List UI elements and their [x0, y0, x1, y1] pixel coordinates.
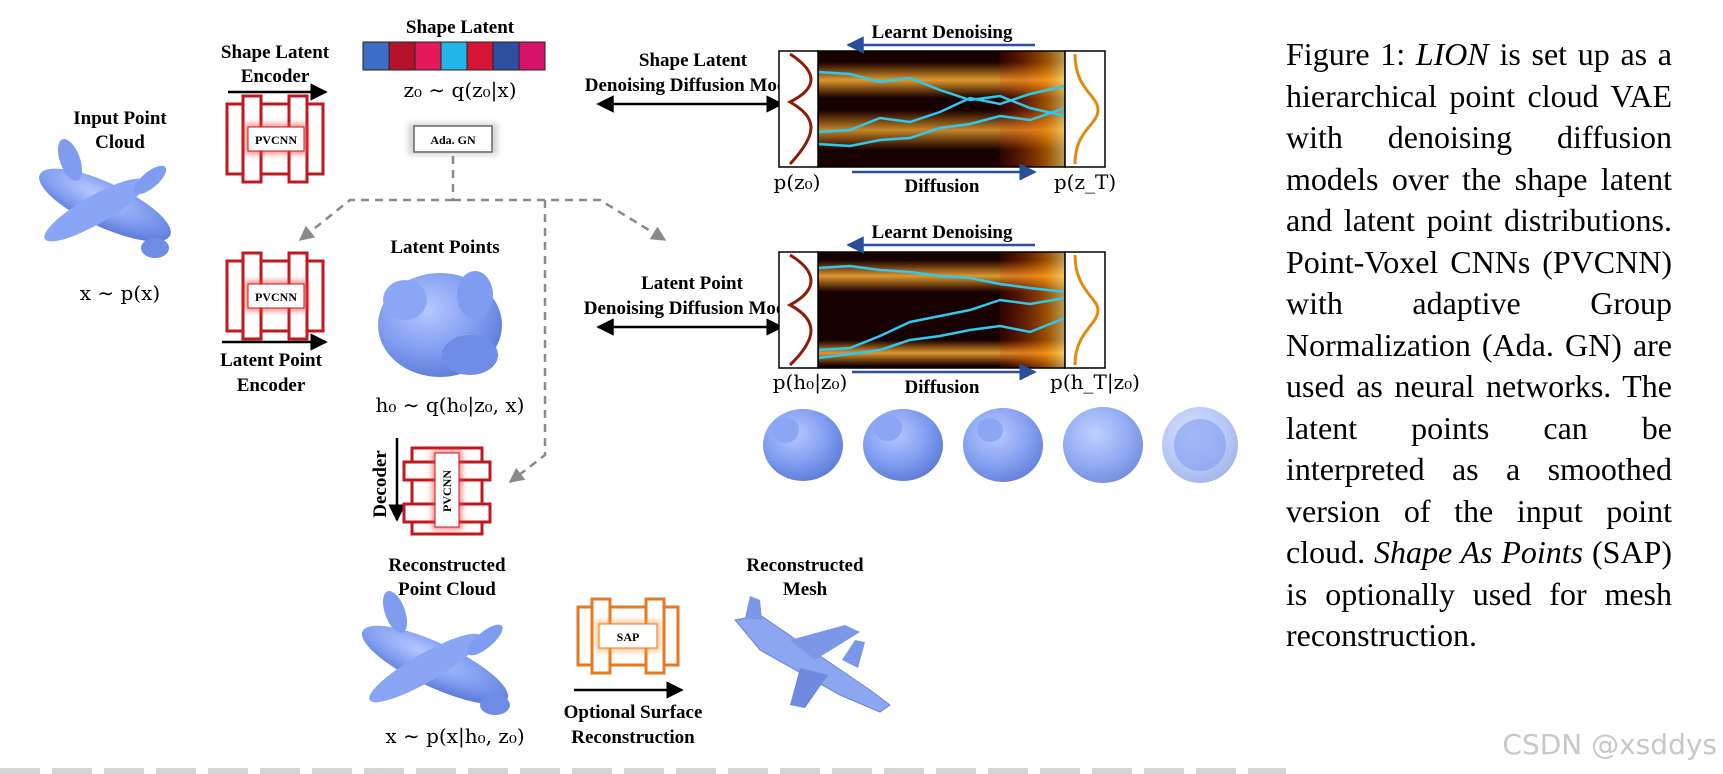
- input-airplane-icon: [39, 139, 171, 258]
- caption-sap-name: Shape As Points: [1373, 534, 1584, 570]
- point-diffusion-label: Diffusion: [905, 377, 980, 398]
- latent-point-encoder-label: Latent Point: [220, 350, 323, 371]
- svg-text:PVCNN: PVCNN: [255, 133, 297, 147]
- optional-surface-label: Optional Surface: [564, 702, 703, 723]
- point-ddm-label: Latent Point: [641, 273, 744, 294]
- p-z0-label: p(z₀): [774, 170, 821, 194]
- p-hT-label: p(h_T|z₀): [1050, 370, 1140, 395]
- lion-diagram: Input Point Cloud x ∼ p(x) Shape Latent …: [39, 17, 1238, 749]
- shape-latent-diffusion-plot: [778, 50, 1106, 168]
- diffusion-step-blob-icon: [1063, 407, 1143, 483]
- latent-cell: [414, 41, 442, 71]
- point-learnt-denoising-label: Learnt Denoising: [872, 222, 1013, 243]
- latent-points-blob-icon: [378, 271, 502, 377]
- reconstructed-point-cloud-label: Reconstructed: [388, 555, 506, 576]
- shape-ddm-label-2: Denoising Diffusion Model: [585, 75, 801, 96]
- reconstructed-airplane-icon: [361, 591, 510, 715]
- latent-cell: [440, 41, 468, 71]
- latent-cell: [518, 41, 546, 71]
- p-h0-label: p(h₀|z₀): [773, 370, 848, 395]
- diffusion-step-blob-icon: [963, 408, 1043, 482]
- shape-latent-encoder-label: Shape Latent: [221, 42, 330, 63]
- figure-caption: Figure 1: LION is set up as a hierarchic…: [1286, 34, 1672, 657]
- reconstruction-math: x ∼ p(x|h₀, z₀): [385, 724, 524, 749]
- point-ddm-label-2: Denoising Diffusion Model: [584, 298, 800, 319]
- decoder-pvcnn-block: PVCNN: [402, 446, 492, 536]
- latent-cell: [388, 41, 416, 71]
- caption-prefix: Figure 1:: [1286, 36, 1406, 72]
- shape-latent-title: Shape Latent: [406, 17, 515, 38]
- caption-lion: LION: [1415, 36, 1489, 72]
- latent-point-encoder-pvcnn-block: PVCNN: [225, 251, 325, 341]
- diffusion-step-blob-icon: [1162, 407, 1238, 483]
- watermark: CSDN @xsddys: [1502, 728, 1717, 761]
- cropped-text-line: [0, 768, 1286, 774]
- input-point-cloud-label-2: Cloud: [95, 132, 145, 153]
- ada-gn-block: Ada. GN: [408, 123, 498, 155]
- optional-surface-label-2: Reconstruction: [571, 727, 695, 748]
- decoder-label: Decoder: [370, 450, 391, 518]
- diffusion-sequence-blobs: [763, 407, 1238, 483]
- latent-points-posterior-math: h₀ ∼ q(h₀|z₀, x): [376, 393, 525, 418]
- diffusion-step-blob-icon: [763, 409, 843, 481]
- latent-cell: [362, 41, 390, 71]
- sap-block: SAP: [576, 597, 680, 675]
- svg-text:SAP: SAP: [617, 630, 640, 644]
- reconstructed-point-cloud-label-2: Point Cloud: [398, 579, 496, 600]
- reconstructed-mesh-label: Reconstructed: [746, 555, 864, 576]
- shape-diffusion-label: Diffusion: [905, 176, 980, 197]
- shape-latent-vector: [362, 41, 546, 71]
- shape-latent-posterior-math: z₀ ∼ q(z₀|x): [403, 78, 516, 103]
- latent-point-encoder-label-2: Encoder: [237, 375, 306, 396]
- svg-text:Ada. GN: Ada. GN: [430, 133, 476, 147]
- conditioning-arrows: [298, 156, 667, 483]
- reconstructed-mesh-airplane-icon: [734, 596, 891, 713]
- caption-body-2: (SAP) is optionally used for mesh recons…: [1286, 534, 1673, 653]
- reconstructed-mesh-label-2: Mesh: [783, 579, 828, 600]
- svg-text:PVCNN: PVCNN: [255, 290, 297, 304]
- latent-cell: [466, 41, 494, 71]
- input-distribution-math: x ∼ p(x): [80, 281, 160, 305]
- latent-point-diffusion-plot: [778, 251, 1106, 369]
- p-zT-label: p(z_T): [1054, 170, 1116, 194]
- shape-latent-encoder-pvcnn-block: PVCNN: [225, 94, 325, 184]
- shape-latent-encoder-label-2: Encoder: [241, 66, 310, 87]
- svg-text:PVCNN: PVCNN: [440, 470, 454, 512]
- latent-cell: [492, 41, 520, 71]
- shape-learnt-denoising-label: Learnt Denoising: [872, 22, 1013, 43]
- latent-points-label: Latent Points: [390, 237, 499, 258]
- caption-body: is set up as a hierarchical point cloud …: [1286, 36, 1673, 570]
- input-point-cloud-label: Input Point: [73, 108, 167, 129]
- shape-ddm-label: Shape Latent: [639, 50, 748, 71]
- diffusion-step-blob-icon: [863, 409, 943, 481]
